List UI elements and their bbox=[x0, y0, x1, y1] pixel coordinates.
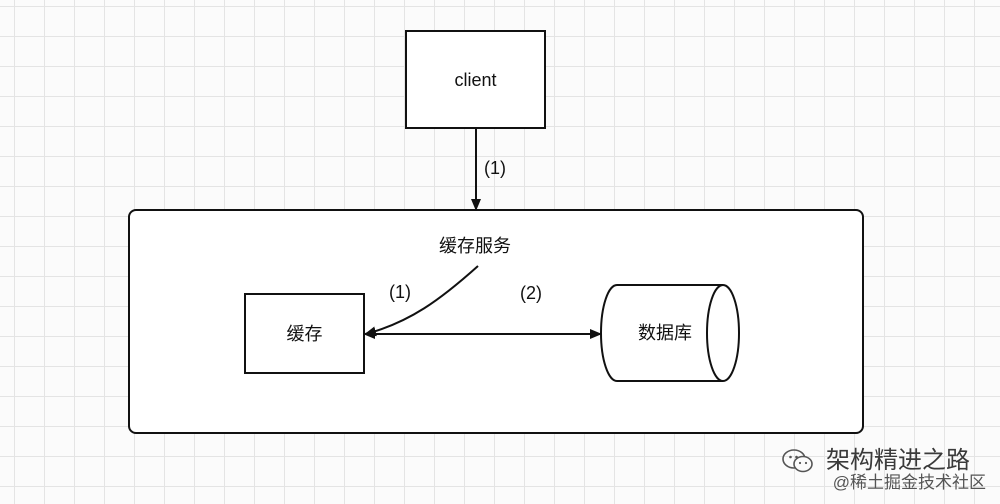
watermark-source: @稀土掘金技术社区 bbox=[832, 473, 986, 492]
wechat-icon bbox=[782, 449, 813, 473]
watermark-title: 架构精进之路 bbox=[826, 446, 970, 474]
database-cylinder-rim bbox=[706, 284, 724, 382]
cache-node-label: 缓存 bbox=[286, 324, 323, 344]
client-node-box bbox=[405, 30, 546, 129]
client-node-label: client bbox=[454, 70, 497, 90]
database-node-label: 数据库 bbox=[638, 323, 692, 343]
edge-label-service-to-cache: (1) bbox=[389, 282, 411, 302]
cache-node-box bbox=[244, 293, 365, 374]
edge-label-client-to-service: (1) bbox=[484, 158, 506, 178]
edge-label-cache-to-database: (2) bbox=[520, 283, 542, 303]
cache-service-label: 缓存服务 bbox=[439, 236, 511, 256]
